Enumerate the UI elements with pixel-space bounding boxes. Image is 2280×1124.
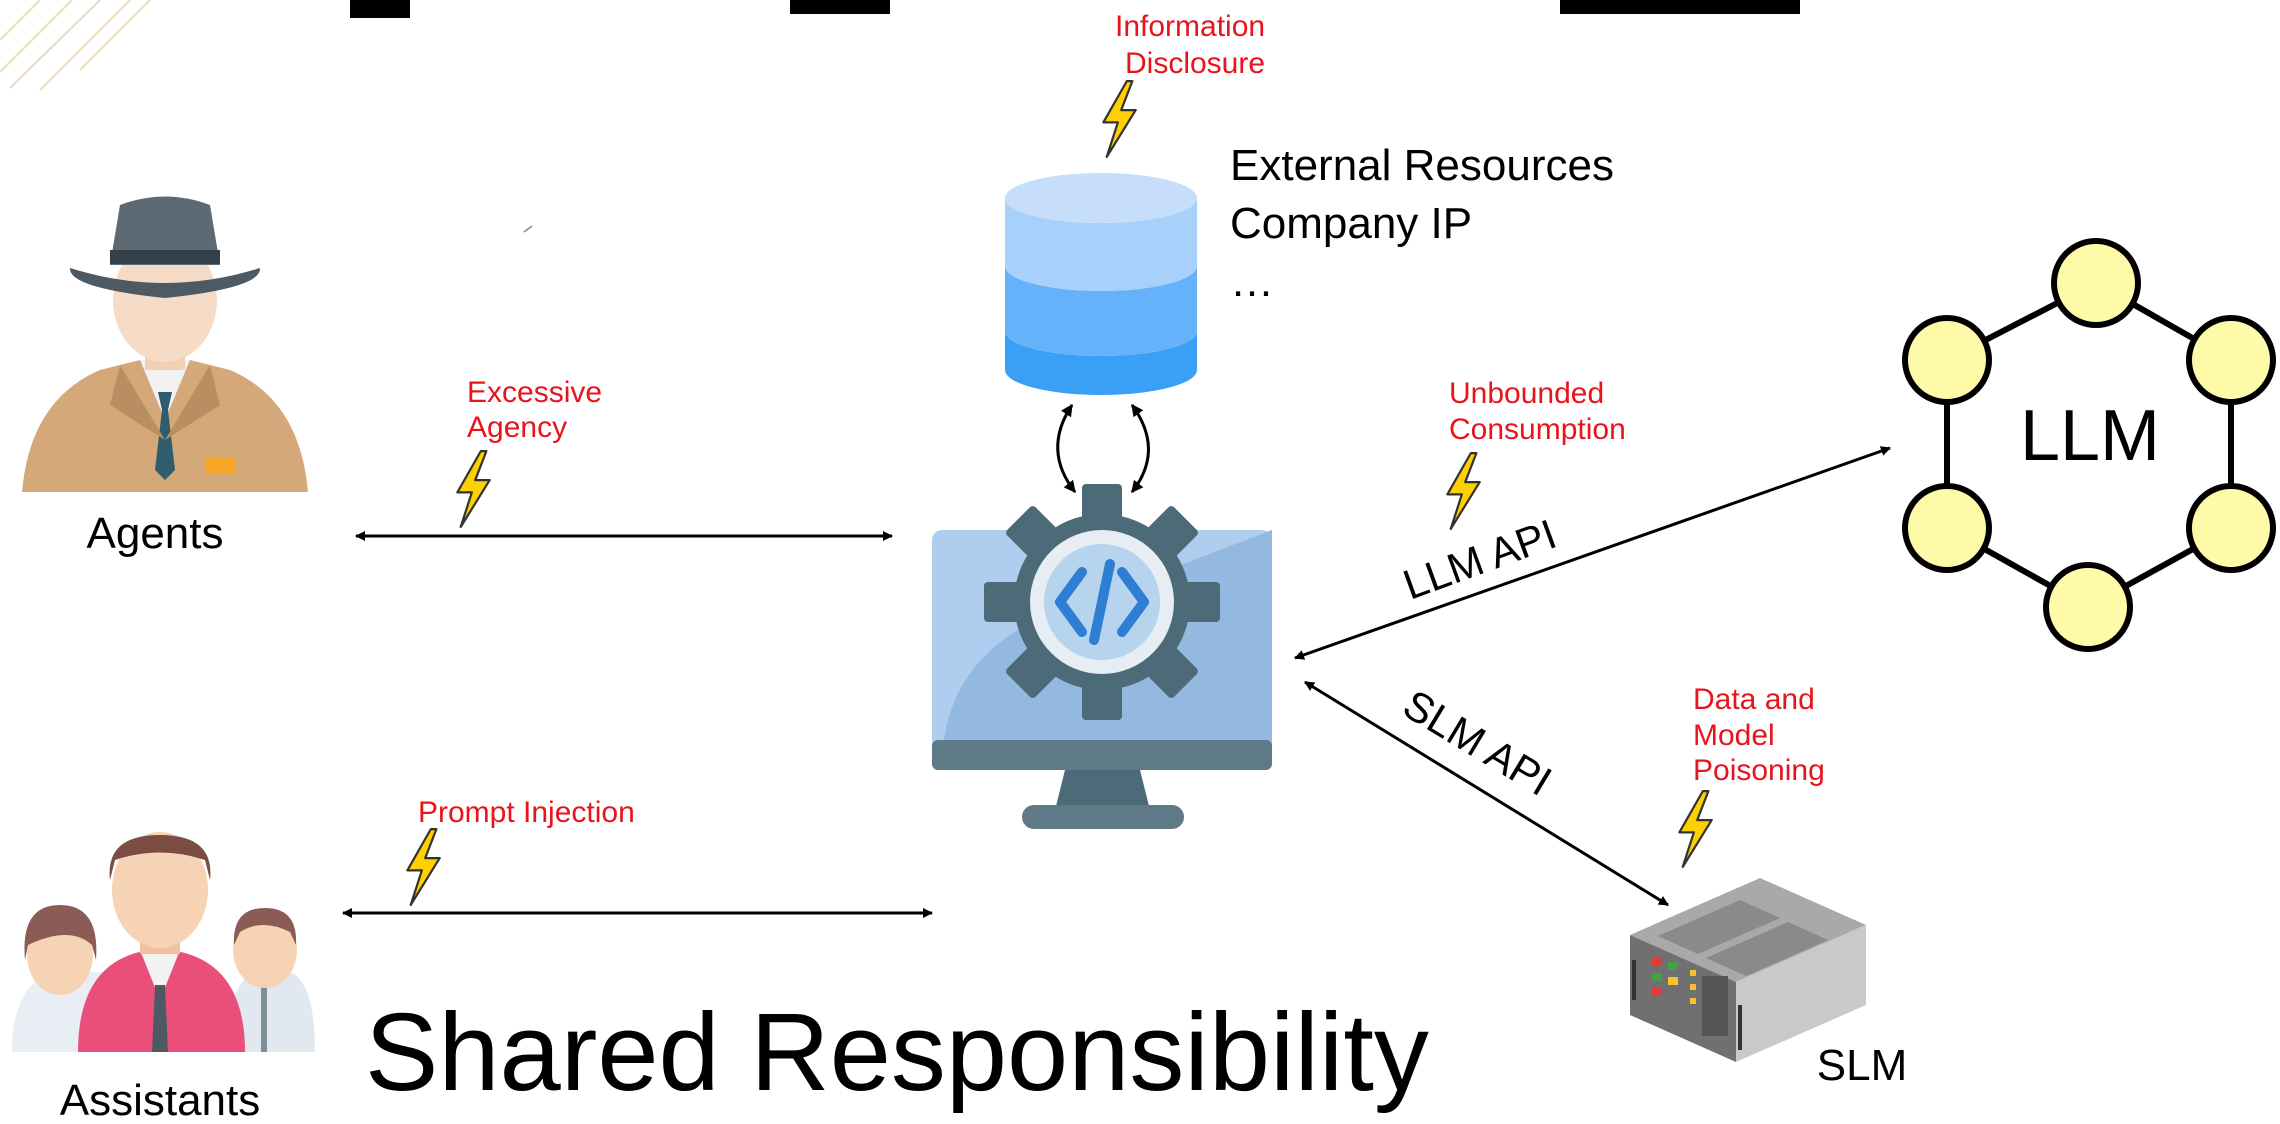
- threat-excessive-agency-line1: Excessive: [467, 376, 602, 409]
- db-sync-arrow-right: [1130, 404, 1150, 493]
- threat-unbounded-consumption-line1: Unbounded: [1449, 377, 1604, 410]
- llm-network-icon: [1902, 238, 2276, 652]
- threat-data-poisoning-line3: Poisoning: [1693, 754, 1825, 787]
- shared-responsibility-heading: Shared Responsibility: [365, 991, 1429, 1114]
- lightning-icon-excessive-agency: [456, 450, 491, 528]
- lightning-icon-info-disclosure: [1102, 80, 1137, 158]
- llm-label: LLM: [2020, 396, 2160, 476]
- code-monitor-icon: [932, 484, 1272, 829]
- threat-data-poisoning-line2: Model: [1693, 719, 1775, 752]
- slm-api-label: SLM API: [1395, 680, 1559, 804]
- threat-unbounded-consumption-line2: Consumption: [1449, 413, 1626, 446]
- connections: [342, 404, 1891, 918]
- assistants-label: Assistants: [60, 1076, 261, 1124]
- server-rack-icon: [1630, 878, 1866, 1062]
- database-icon: [1005, 173, 1197, 395]
- lightning-icon-prompt-injection: [406, 828, 441, 906]
- threat-info-disclosure-line2: Disclosure: [1125, 47, 1265, 80]
- external-resources-line3: …: [1230, 257, 1274, 306]
- slm-api-arrow: [1304, 680, 1669, 907]
- assistants-people-icon: [12, 832, 315, 1052]
- external-resources-line1: External Resources: [1230, 141, 1614, 190]
- lightning-icon-unbounded-consumption: [1446, 452, 1481, 530]
- llm-api-arrow: [1294, 446, 1891, 660]
- decorative-stripes: [0, 0, 151, 91]
- threat-info-disclosure-line1: Information: [1115, 10, 1265, 43]
- external-resources-line2: Company IP: [1230, 199, 1472, 248]
- cropped-title-remnant: [350, 0, 1800, 18]
- stray-mark: [523, 225, 533, 233]
- threat-data-poisoning-line1: Data and: [1693, 683, 1815, 716]
- agents-label: Agents: [87, 509, 224, 558]
- lightning-icon-data-poisoning: [1678, 790, 1713, 868]
- detective-agent-icon: [22, 196, 308, 492]
- threat-prompt-injection: Prompt Injection: [418, 796, 635, 829]
- db-sync-arrow-left: [1056, 404, 1077, 493]
- slm-label: SLM: [1817, 1041, 1907, 1090]
- threat-excessive-agency-line2: Agency: [467, 411, 567, 444]
